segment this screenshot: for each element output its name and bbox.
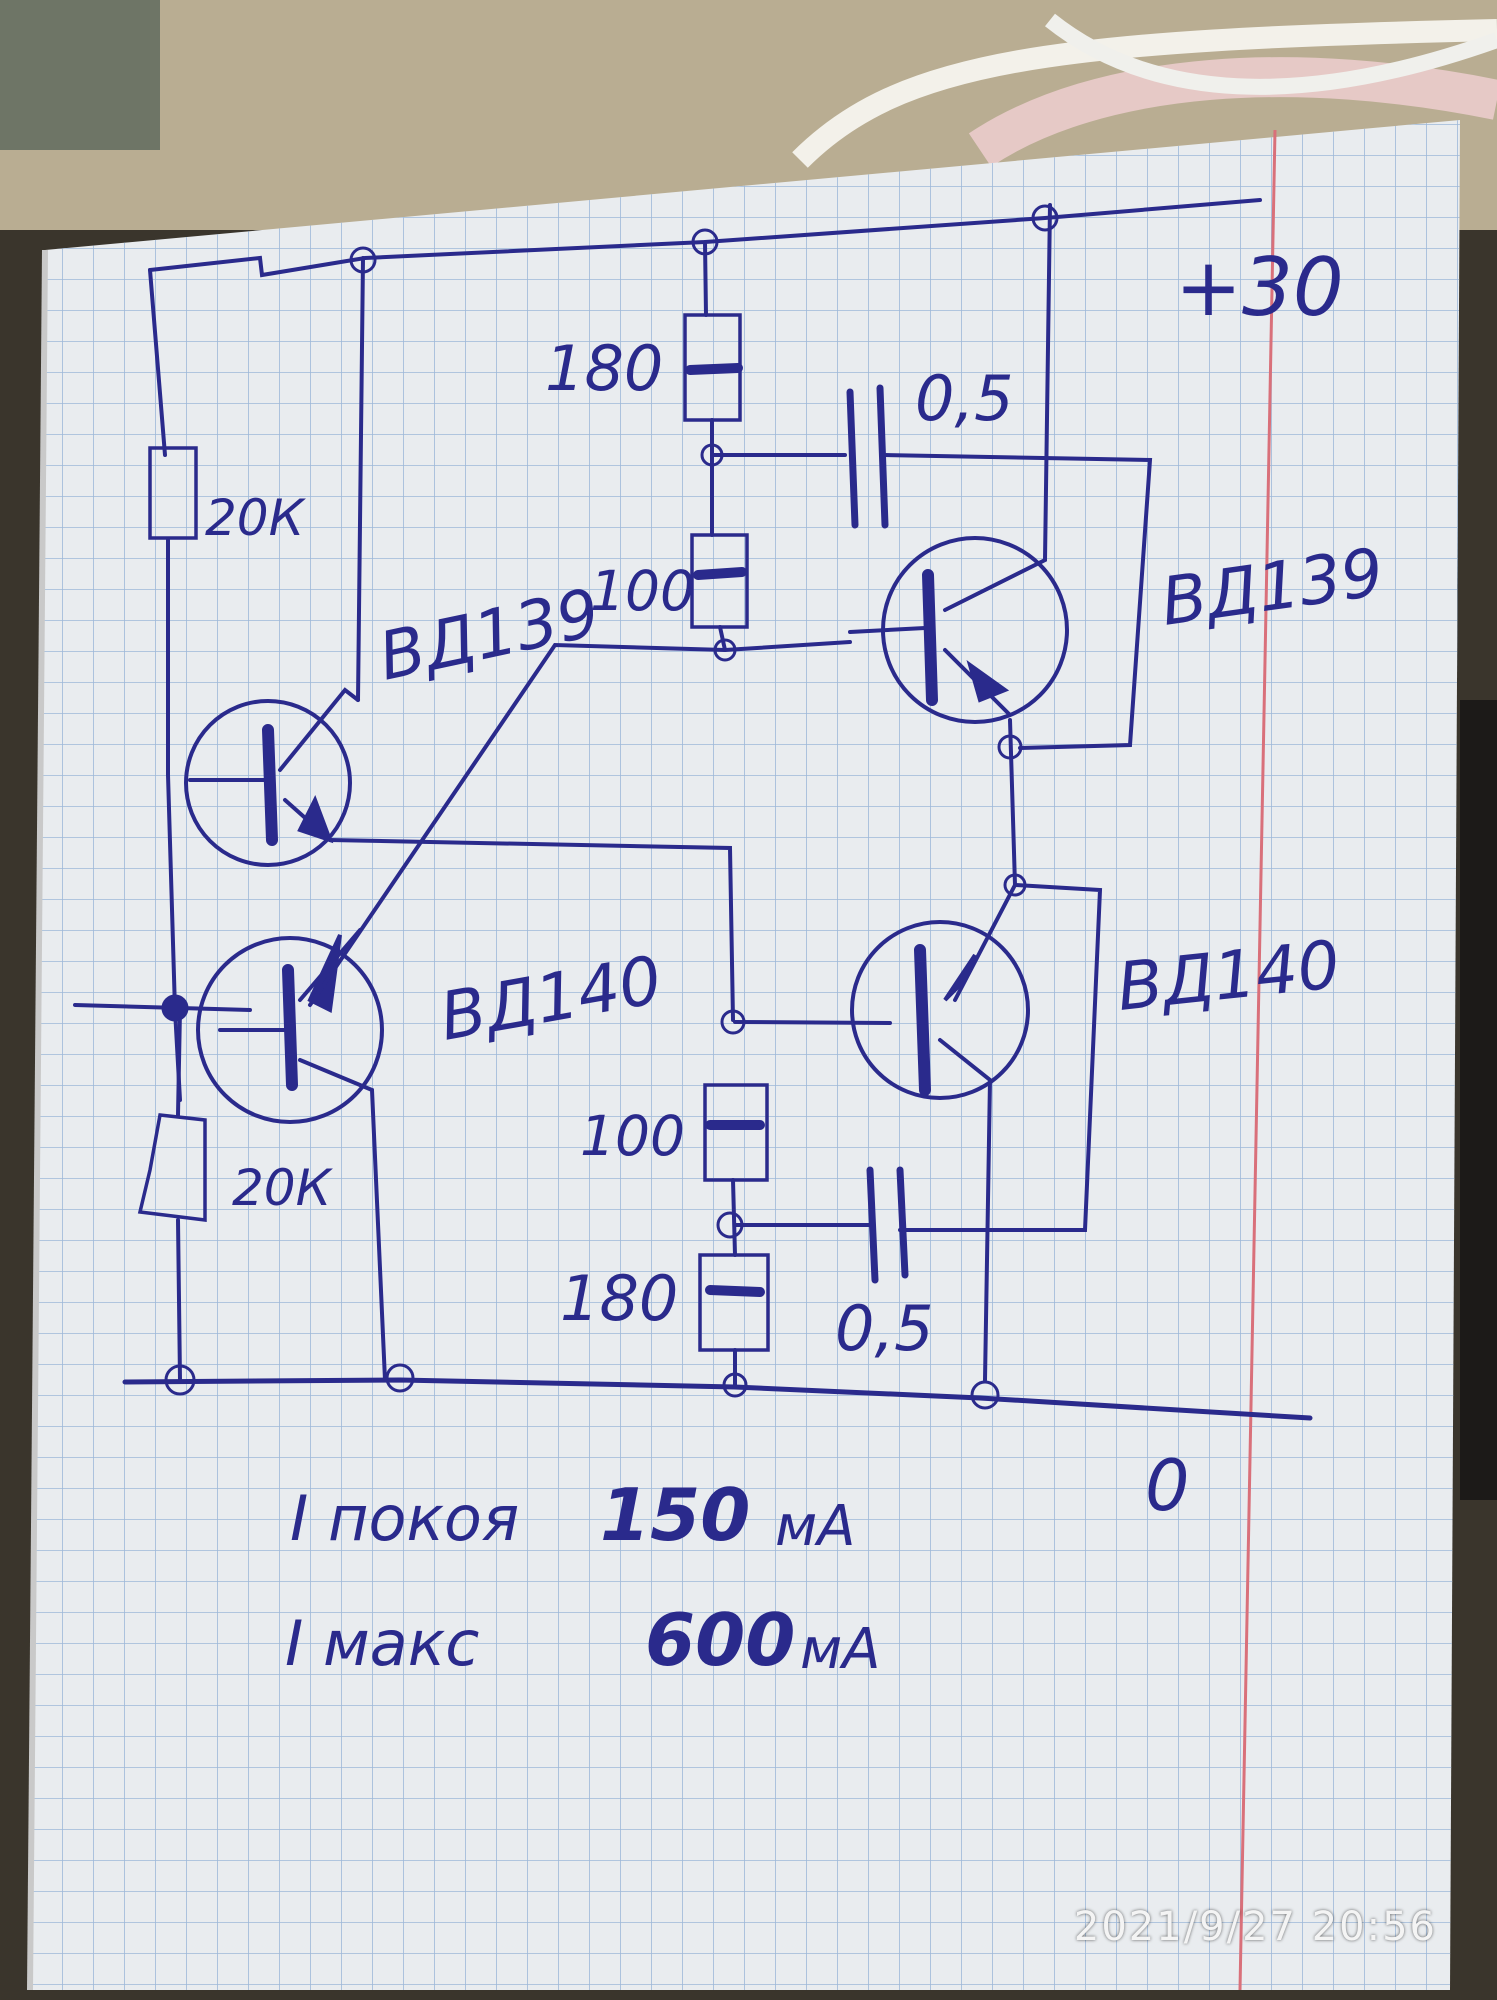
transistor-left-lower — [196, 936, 384, 1124]
note-quiescent-label: I покоя — [290, 1482, 519, 1555]
capacitor-top-plate2 — [876, 384, 889, 529]
schematic — [73, 198, 1313, 1421]
c-top-label: 0,5 — [915, 362, 1014, 435]
current-notes: I покоя 150 мА I макс 600 мА — [285, 1473, 881, 1682]
transistor-left-upper — [184, 699, 352, 867]
r-top-left-label: 20К — [205, 489, 307, 547]
r-bot-180-label: 180 — [560, 1262, 678, 1335]
note-max-value: 600 — [645, 1598, 795, 1682]
photo-timestamp: 2021/9/27 20:56 — [1073, 1904, 1437, 1950]
paper-sheet — [27, 120, 1460, 1991]
note-max-label: I макс — [285, 1607, 479, 1680]
r-top-100-label: 100 — [590, 559, 695, 623]
note-max-unit: мА — [800, 1617, 881, 1682]
capacitor-bottom-plate1 — [866, 1166, 879, 1284]
note-quiescent-unit: мА — [775, 1494, 856, 1559]
c-bot-label: 0,5 — [835, 1292, 934, 1365]
transistor-right-lower — [850, 920, 1030, 1100]
resistor-20k-top — [148, 446, 198, 540]
r-top-180-label: 180 — [545, 332, 663, 405]
supply-label: +30 — [1175, 241, 1344, 334]
note-quiescent-value: 150 — [600, 1473, 750, 1557]
r-bottom-left-label: 20К — [232, 1159, 334, 1217]
resistor-100-bottom — [703, 1083, 769, 1182]
r-bot-100-label: 100 — [580, 1104, 685, 1168]
ground-label: 0 — [1145, 1445, 1190, 1527]
resistor-20k-bottom — [137, 1113, 207, 1222]
capacitor-top-plate1 — [846, 388, 859, 529]
capacitor-bottom-plate2 — [896, 1166, 909, 1279]
